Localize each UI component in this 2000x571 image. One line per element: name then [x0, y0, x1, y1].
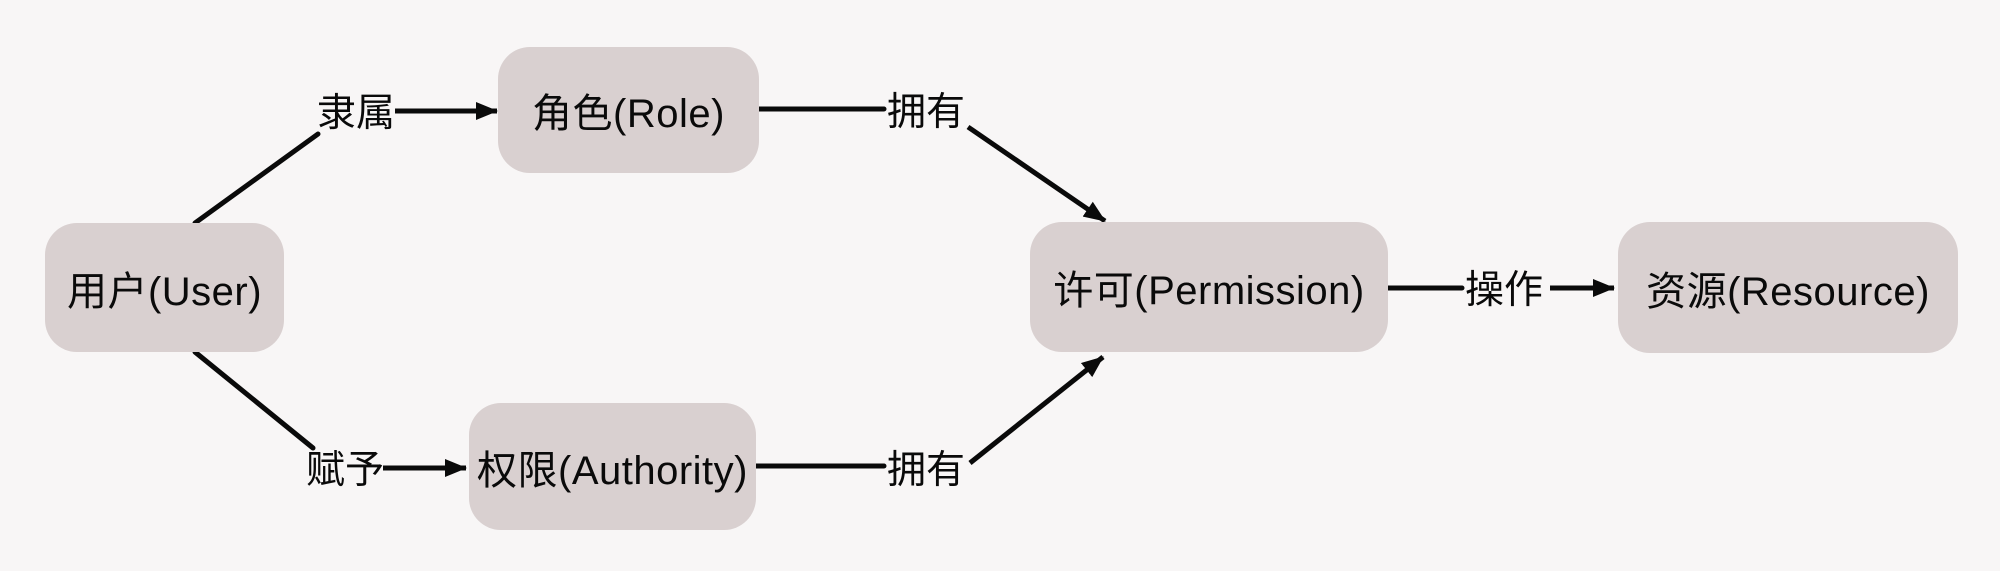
edge-label-role-permission: 拥有	[886, 91, 965, 134]
edge-authority-permission-arrow	[968, 355, 1105, 465]
node-resource-label: 资源(Resource)	[1646, 269, 1930, 314]
edge-user-role-diagonal	[192, 131, 321, 226]
node-user-label: 用户(User)	[66, 269, 263, 314]
node-role-label: 角色(Role)	[532, 92, 725, 136]
edge-user-authority-diagonal	[192, 349, 316, 451]
edge-role-permission-arrow	[966, 124, 1107, 224]
node-authority-label: 权限(Authority)	[477, 448, 748, 493]
node-role: 角色(Role)	[498, 47, 759, 173]
edge-label-user-authority: 赋予	[305, 449, 384, 492]
edge-label-user-role: 隶属	[316, 92, 395, 135]
edge-label-authority-permission: 拥有	[886, 449, 965, 492]
node-resource: 资源(Resource)	[1618, 222, 1958, 353]
edge-label-permission-resource: 操作	[1464, 269, 1543, 312]
node-permission: 许可(Permission)	[1030, 222, 1388, 352]
node-permission-label: 许可(Permission)	[1053, 269, 1365, 313]
node-user: 用户(User)	[45, 223, 284, 352]
node-authority: 权限(Authority)	[469, 403, 756, 530]
